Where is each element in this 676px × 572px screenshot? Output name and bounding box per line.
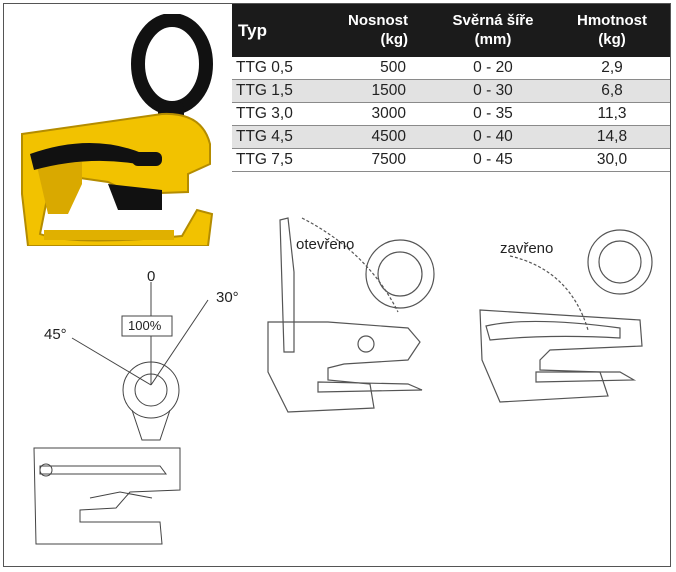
clamp-closed-drawing <box>479 229 653 403</box>
angle-0-label: 0 <box>147 268 156 285</box>
table-row: TTG 0,5 500 0 - 20 2,9 <box>232 57 670 80</box>
spec-table-header: Typ Nosnost(kg) Svěrná šíře(mm) Hmotnost… <box>232 4 670 57</box>
header-sverna-sire: Svěrná šíře(mm) <box>452 12 534 48</box>
table-row: TTG 4,5 4500 0 - 40 14,8 <box>232 125 670 149</box>
load-percent-label: 100% <box>128 318 162 333</box>
cell-nosnost: 500 <box>322 57 432 80</box>
closed-label: zavřeno <box>500 240 554 257</box>
cell-hmotnost: 11,3 <box>554 102 670 126</box>
header-nosnost: Nosnost(kg) <box>348 12 408 48</box>
cell-sverna-sire: 0 - 35 <box>432 102 554 126</box>
cell-typ: TTG 7,5 <box>232 148 322 172</box>
cell-nosnost: 4500 <box>322 125 432 149</box>
table-row: TTG 1,5 1500 0 - 30 6,8 <box>232 79 670 103</box>
angle-45-label: 45° <box>44 326 67 343</box>
cell-hmotnost: 6,8 <box>554 79 670 103</box>
cell-typ: TTG 4,5 <box>232 125 322 149</box>
open-label: otevřeno <box>296 236 355 253</box>
clamp-open-drawing <box>267 217 435 413</box>
cell-typ: TTG 1,5 <box>232 79 322 103</box>
header-hmotnost: Hmotnost(kg) <box>577 12 647 48</box>
cell-sverna-sire: 0 - 20 <box>432 57 554 80</box>
cell-nosnost: 1500 <box>322 79 432 103</box>
cell-sverna-sire: 0 - 30 <box>432 79 554 103</box>
cell-typ: TTG 0,5 <box>232 57 322 80</box>
angle-30-label: 30° <box>216 289 239 306</box>
angle-diagram <box>33 282 209 545</box>
page-frame <box>3 3 671 567</box>
clamp-photo <box>21 14 214 246</box>
cell-typ: TTG 3,0 <box>232 102 322 126</box>
table-row: TTG 3,0 3000 0 - 35 11,3 <box>232 102 670 126</box>
cell-sverna-sire: 0 - 40 <box>432 125 554 149</box>
table-row: TTG 7,5 7500 0 - 45 30,0 <box>232 148 670 172</box>
header-typ: Typ <box>238 20 267 40</box>
cell-hmotnost: 30,0 <box>554 148 670 172</box>
cell-nosnost: 7500 <box>322 148 432 172</box>
cell-sverna-sire: 0 - 45 <box>432 148 554 172</box>
cell-hmotnost: 2,9 <box>554 57 670 80</box>
spec-table: Typ Nosnost(kg) Svěrná šíře(mm) Hmotnost… <box>232 4 670 172</box>
cell-nosnost: 3000 <box>322 102 432 126</box>
cell-hmotnost: 14,8 <box>554 125 670 149</box>
